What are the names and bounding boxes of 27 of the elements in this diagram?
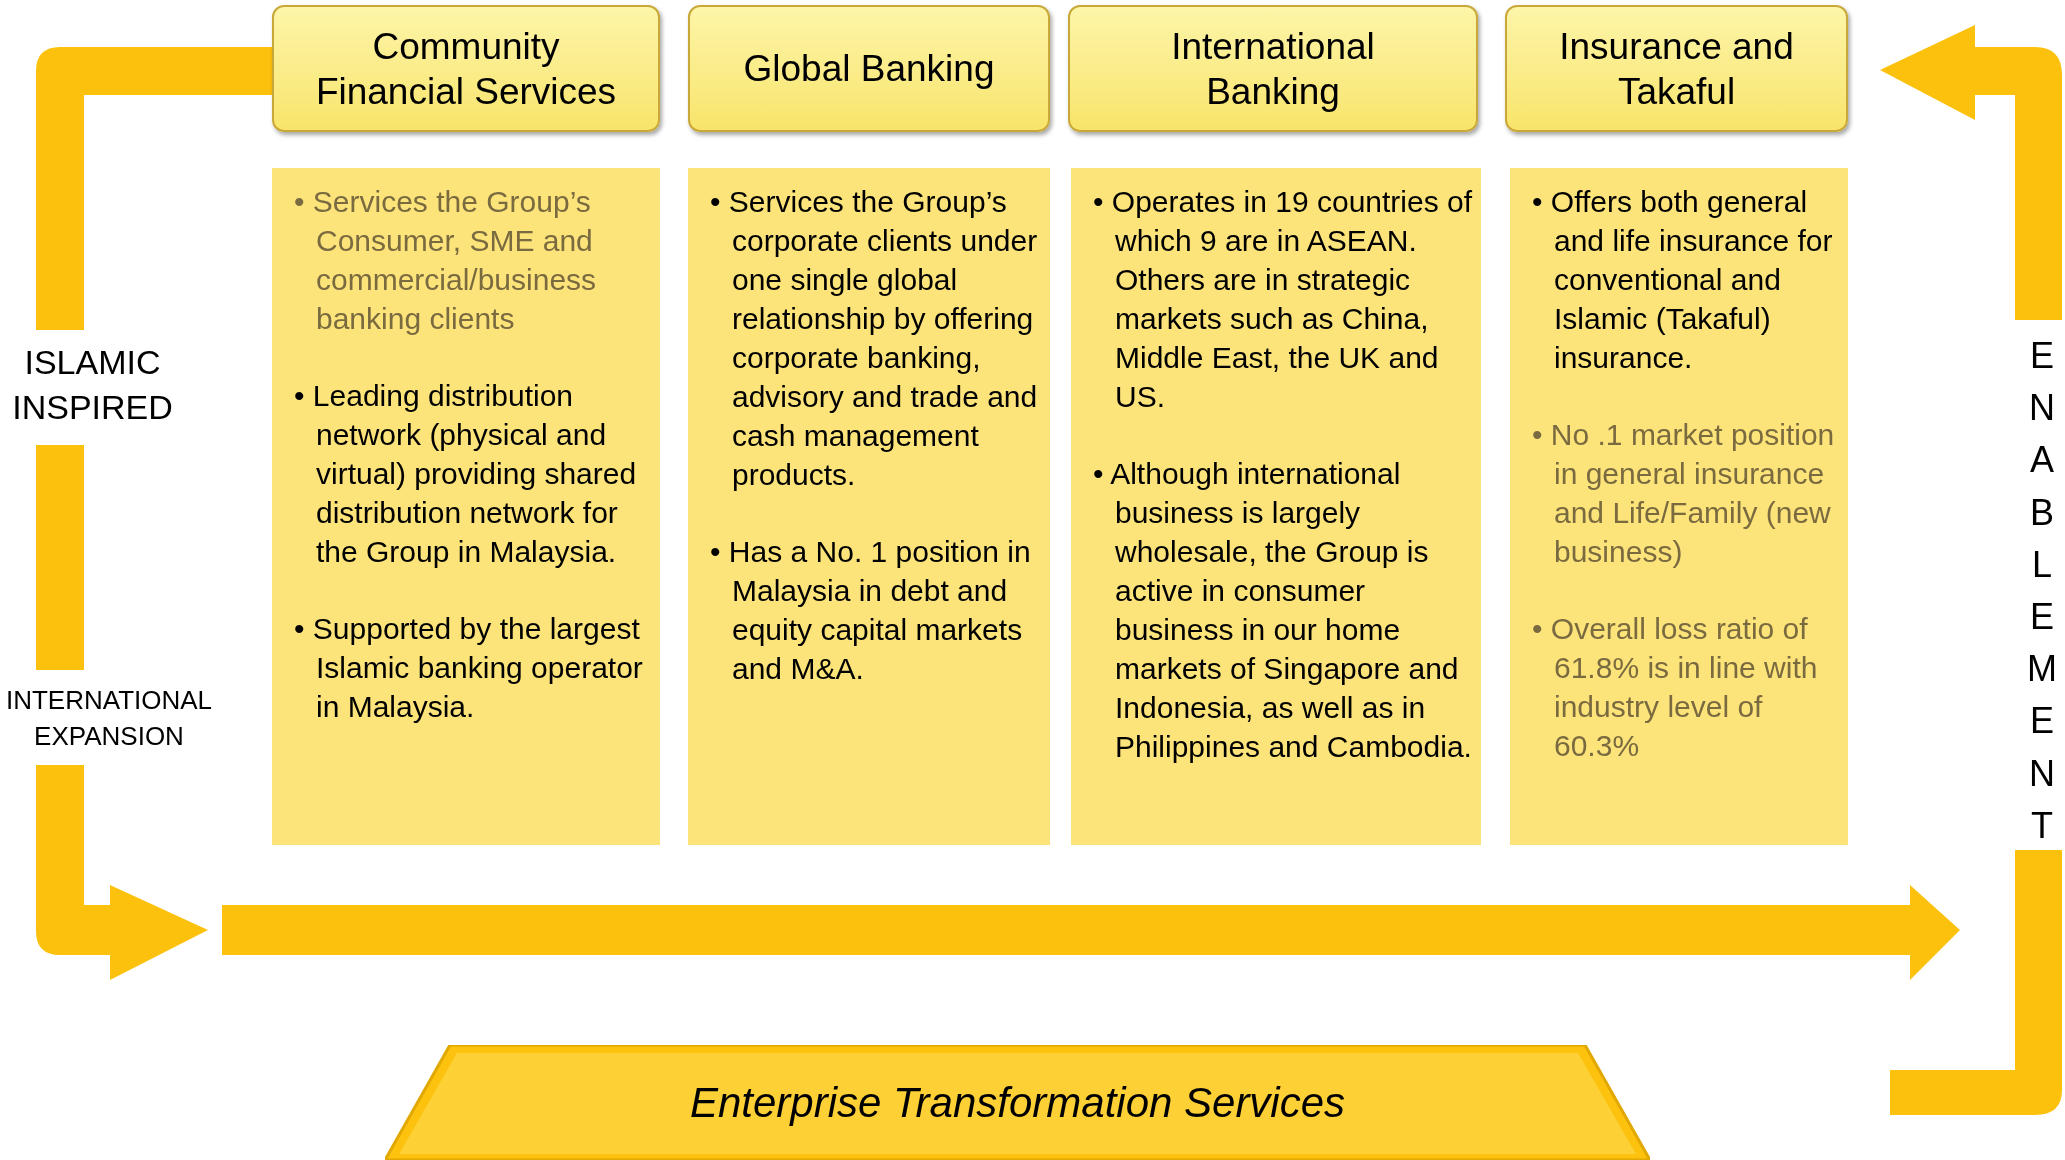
bullet-text: • Offers both general and life insurance for conventional and Islamic (Takaful) insurance. [1532,184,1834,376]
description-panel [1510,168,1848,845]
trapezoid-banner [385,1045,1650,1160]
side-label: ISLAMIC INSPIRED [11,342,174,428]
bullet-text: • Overall loss ratio of 61.8% is in line with industry level of 60.3% [1532,611,1819,764]
description-panel [272,168,660,845]
category-header-box [272,5,660,132]
description-panel [1071,168,1481,845]
side-label: INTERNATIONAL EXPANSION [4,684,214,753]
bullet-text: • No .1 market position in general insurance and Life/Family (new business) [1532,417,1836,570]
bullet-text: • Services the Group’s Consumer, SME and commercial/business banking clients [294,184,598,337]
side-label: ENABLEMENT [2026,334,2058,848]
category-header-box [688,5,1050,132]
banner-title: Enterprise Transformation Services [689,1078,1346,1128]
bullet-text: • Operates in 19 countries of which 9 are in ASEAN. Others are in strategic markets such as China, Middle East, the UK and US. [1093,184,1473,415]
header-title: Community Financial Services [314,24,618,114]
header-title: Global Banking [743,47,995,91]
bullet-text: • Supported by the largest Islamic banking operator in Malaysia. [294,611,644,725]
bullet-text: • Services the Group’s corporate clients under one single global relationship by offering corporate banking, advisory and trade and cash management products. [710,184,1039,493]
category-header-box [1068,5,1478,132]
category-header-box [1505,5,1848,132]
bullet-text: • Although international business is largely wholesale, the Group is active in consumer business in our home markets of Singapore and Indonesia, as well as in Philippines and Cambodia. [1093,456,1473,765]
header-title: Insurance and Takaful [1558,24,1795,114]
description-panel [688,168,1050,845]
bullet-text: • Leading distribution network (physical and virtual) providing shared distribution network for the Group in Malaysia. [294,378,638,570]
bullet-text: • Has a No. 1 position in Malaysia in debt and equity capital markets and M&A. [710,534,1032,687]
header-title: International Banking [1170,24,1376,114]
